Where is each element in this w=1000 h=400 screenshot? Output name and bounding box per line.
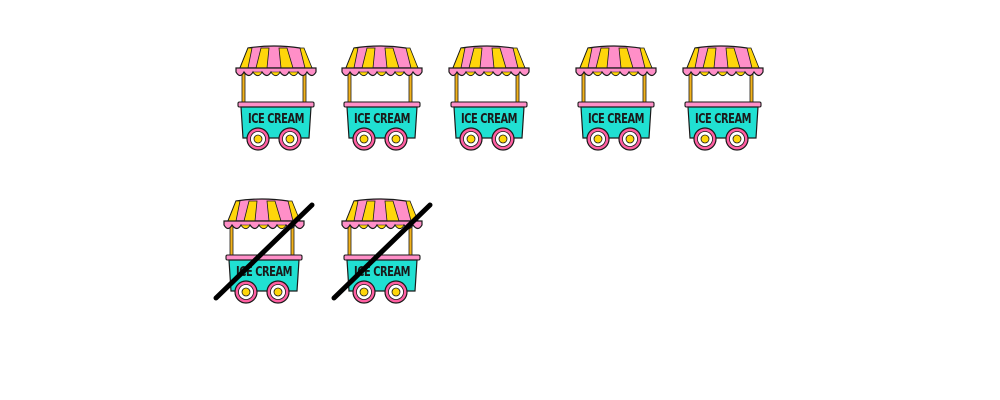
cart-label: ICE CREAM [236, 265, 292, 280]
ice-cream-cart-icon: ICE CREAM [341, 198, 423, 304]
strike-through-line [213, 202, 315, 301]
cart-drawing [575, 45, 657, 151]
cart-label: ICE CREAM [588, 112, 644, 127]
cart-label: ICE CREAM [695, 112, 751, 127]
ice-cream-cart-icon: ICE CREAM [341, 45, 423, 151]
ice-cream-cart-icon: ICE CREAM [682, 45, 764, 151]
ice-cream-cart-icon: ICE CREAM [575, 45, 657, 151]
cart-drawing [235, 45, 317, 151]
ice-cream-cart-icon: ICE CREAM [235, 45, 317, 151]
strike-through-line [331, 202, 433, 301]
cart-label: ICE CREAM [354, 112, 410, 127]
bottom-row: ICE CREAM ICE CREAM [213, 198, 433, 304]
ice-cream-cart-icon: ICE CREAM [448, 45, 530, 151]
cart-drawing [682, 45, 764, 151]
cart-label: ICE CREAM [461, 112, 517, 127]
cart-label: ICE CREAM [248, 112, 304, 127]
cart-drawing [448, 45, 530, 151]
ice-cream-cart-icon: ICE CREAM [223, 198, 305, 304]
cart-drawing [341, 45, 423, 151]
top-row: ICE CREAM ICE CREAM ICE CREAM ICE CREAM ICE … [235, 45, 764, 151]
cart-label: ICE CREAM [354, 265, 410, 280]
